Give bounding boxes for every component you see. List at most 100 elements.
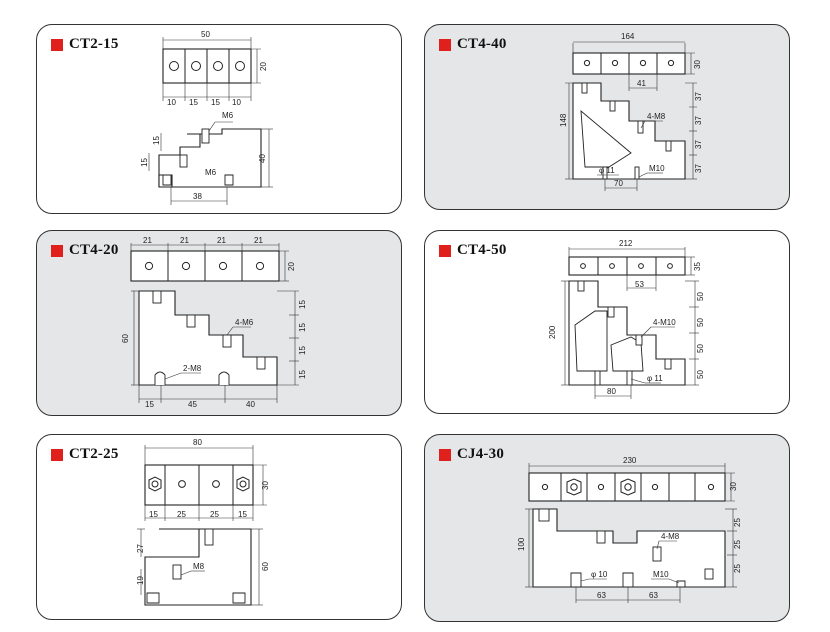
dim-label: 30 (729, 482, 738, 491)
dim-label: 15 (298, 300, 307, 309)
dim-label: 60 (121, 334, 130, 343)
dim-label: 38 (193, 192, 202, 201)
dim-label: 230 (623, 456, 637, 465)
dim-label: 63 (649, 591, 658, 600)
red-square-marker-icon (439, 448, 451, 461)
dim-label: 80 (193, 438, 202, 447)
panel-title: CT4-20 (51, 242, 119, 259)
side-view: M6 15 15 40 M6 38 (140, 111, 273, 205)
red-square-marker-icon (51, 38, 63, 51)
ct4-40-drawing: 164 30 41 4-M8 148 (559, 32, 703, 191)
dim-label: 100 (517, 537, 526, 551)
cj4-30-drawing: 230 30 100 25 25 25 4 (517, 456, 742, 603)
panel-ct2-15: CT2-15 50 20 (36, 24, 402, 214)
ct4-20-drawing: 21 21 21 21 20 60 15 (121, 236, 307, 409)
side-view: 200 50 50 50 50 4-M10 φ 11 80 (548, 280, 705, 399)
model-label: CT4-40 (457, 36, 507, 52)
dim-label: 15 (211, 98, 220, 107)
dim-label: 30 (261, 481, 270, 490)
dim-label: 10 (167, 98, 176, 107)
side-view: 27 19 60 M8 (136, 528, 270, 606)
model-label: CT2-15 (69, 36, 119, 52)
dim-label: φ 11 (599, 166, 615, 175)
top-view: 212 35 53 (568, 239, 702, 291)
dim-label: 2-M8 (183, 364, 202, 373)
red-square-marker-icon (439, 38, 451, 51)
side-view: 60 15 15 15 15 4-M6 2-M8 15 (121, 290, 307, 409)
dim-label: 20 (259, 62, 268, 71)
dim-label: 15 (298, 370, 307, 379)
dim-label: 15 (140, 158, 149, 167)
dim-label: 4-M8 (647, 112, 666, 121)
dim-label: 25 (177, 510, 186, 519)
dim-label: 212 (619, 239, 633, 248)
dim-label: 19 (136, 576, 145, 585)
panel-title: CJ4-30 (439, 446, 504, 463)
dim-label: 15 (152, 136, 161, 145)
red-square-marker-icon (439, 244, 451, 257)
dim-label: 21 (180, 236, 189, 245)
model-label: CT4-50 (457, 242, 507, 258)
dim-label: 164 (621, 32, 635, 41)
dim-label: M6 (222, 111, 234, 120)
panel-title: CT2-15 (51, 36, 119, 53)
side-view: 4-M8 148 37 37 37 37 M10 φ 11 70 (559, 82, 703, 191)
dim-label: 50 (201, 30, 210, 39)
panel-ct4-40: CT4-40 164 30 41 (424, 24, 790, 210)
red-square-marker-icon (51, 448, 63, 461)
dim-label: 148 (559, 113, 568, 127)
ct2-15-drawing: 50 20 10 15 15 10 M6 (140, 30, 273, 205)
dim-label: 40 (258, 154, 267, 163)
dim-label: 50 (696, 370, 705, 379)
dim-label: 60 (261, 562, 270, 571)
dim-label: 21 (217, 236, 226, 245)
dim-label: 15 (238, 510, 247, 519)
dim-label: 25 (733, 564, 742, 573)
dim-label: 80 (607, 387, 616, 396)
dim-label: 40 (246, 400, 255, 409)
dim-label: 4-M8 (661, 532, 680, 541)
dim-label: 41 (637, 79, 646, 88)
dim-label: 30 (693, 60, 702, 69)
dim-label: 50 (696, 292, 705, 301)
dim-label: 27 (136, 544, 145, 553)
model-label: CJ4-30 (457, 446, 505, 462)
dim-label: 45 (188, 400, 197, 409)
dim-label: 35 (693, 262, 702, 271)
dim-label: 50 (696, 318, 705, 327)
red-square-marker-icon (51, 244, 63, 257)
dim-label: 4-M6 (235, 318, 254, 327)
dim-label: 25 (733, 518, 742, 527)
dim-label: 21 (143, 236, 152, 245)
dim-label: M8 (193, 562, 205, 571)
dim-label: 15 (189, 98, 198, 107)
top-view: 230 30 (528, 456, 738, 502)
ct4-50-drawing: 212 35 53 200 (548, 239, 705, 399)
dim-label: 37 (694, 164, 703, 173)
dim-label: 63 (597, 591, 606, 600)
panel-ct4-50: CT4-50 212 35 53 (424, 230, 790, 414)
panel-title: CT4-40 (439, 36, 507, 53)
dim-label: 21 (254, 236, 263, 245)
panel-cj4-30: CJ4-30 230 30 (424, 434, 790, 622)
panel-title: CT4-50 (439, 242, 507, 259)
dim-label: 15 (149, 510, 158, 519)
dim-label: 10 (232, 98, 241, 107)
dim-label: 4-M10 (653, 318, 676, 327)
top-view: 164 30 41 (572, 32, 702, 91)
dim-label: 37 (694, 92, 703, 101)
side-view: 100 25 25 25 4-M8 φ 10 M10 63 63 (517, 508, 742, 603)
dim-label: 200 (548, 325, 557, 339)
model-label: CT2-25 (69, 446, 119, 462)
dim-label: 15 (298, 346, 307, 355)
dim-label: 37 (694, 116, 703, 125)
panel-title: CT2-25 (51, 446, 119, 463)
dim-label: 70 (614, 179, 623, 188)
dim-label: 25 (733, 540, 742, 549)
dim-label: 50 (696, 344, 705, 353)
model-label: CT4-20 (69, 242, 119, 258)
ct2-25-drawing: 80 30 15 25 25 15 27 19 (136, 438, 270, 606)
dim-label: φ 10 (591, 570, 608, 579)
dim-label: φ 11 (647, 374, 663, 383)
top-view: 50 20 10 15 15 10 (162, 30, 268, 107)
